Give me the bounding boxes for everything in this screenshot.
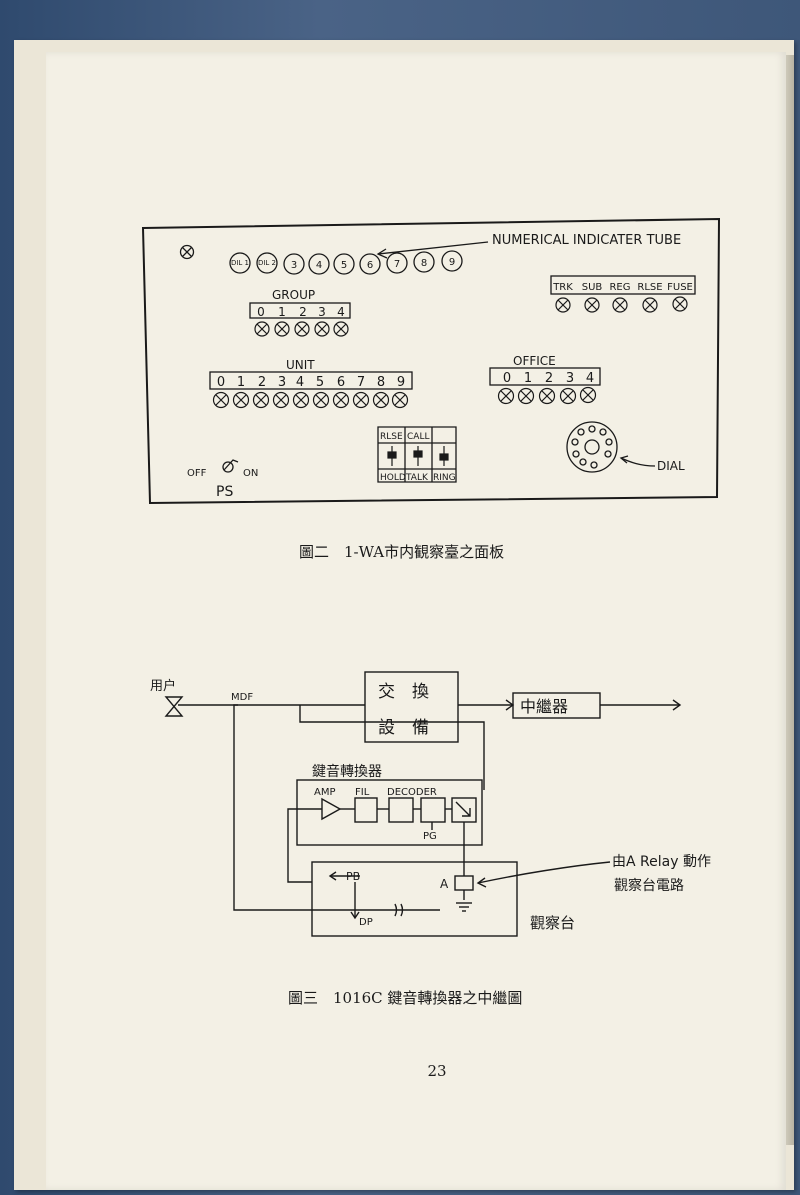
exchange-label-top: 交 換 xyxy=(378,682,429,702)
indicator-label: NUMERICAL INDICATER TUBE xyxy=(492,233,681,248)
tube xyxy=(413,251,435,273)
tube xyxy=(308,253,330,275)
office-selector: OFFICE 0 1 2 3 4 xyxy=(489,354,601,405)
unit-title: UNIT xyxy=(286,358,315,372)
tube-label: 9 xyxy=(449,257,455,268)
note-line-2: 觀察台電路 xyxy=(614,877,684,894)
tube xyxy=(229,252,251,274)
indicator-arrow xyxy=(376,241,489,259)
switch-label-talk: TALK xyxy=(405,473,429,483)
unit-digit: 2 xyxy=(258,375,266,390)
indicator-tubes xyxy=(229,250,463,275)
fil-label: FIL xyxy=(355,787,370,798)
group-title: GROUP xyxy=(272,288,315,302)
mdf-label: MDF xyxy=(231,692,253,703)
office-title: OFFICE xyxy=(513,354,556,368)
tube-label: 6 xyxy=(367,260,373,271)
panel-lamp xyxy=(179,244,195,260)
office-digit: 2 xyxy=(545,371,553,386)
unit-digit: 7 xyxy=(357,375,365,390)
group-digit: 2 xyxy=(299,305,307,319)
tube-label: DIL 1 xyxy=(231,259,249,267)
trunk-label-trk: TRK xyxy=(552,282,573,293)
group-digit: 4 xyxy=(337,305,345,319)
tube-label: 3 xyxy=(291,260,297,271)
figure-2-panel xyxy=(141,217,721,505)
figure-3-diagram xyxy=(164,671,682,937)
page-number: 23 xyxy=(427,1062,446,1080)
dp-label: DP xyxy=(359,917,373,928)
office-digit: 0 xyxy=(503,371,511,386)
rotary-dial xyxy=(566,421,656,473)
dial-label: DIAL xyxy=(657,459,685,473)
pg-label: PG xyxy=(423,831,437,842)
key-switches: RLSE CALL HOLD TALK RING xyxy=(377,426,457,483)
tube xyxy=(441,250,463,272)
tube xyxy=(256,252,278,274)
tube xyxy=(333,253,355,275)
unit-digit: 0 xyxy=(217,375,225,390)
group-digit: 1 xyxy=(278,305,286,319)
tube-label: 5 xyxy=(341,260,347,271)
tube-label: 4 xyxy=(316,260,322,271)
exchange-label-bottom: 設 備 xyxy=(378,718,429,738)
trunk-label-sub: SUB xyxy=(582,282,603,293)
relay-label: 中繼器 xyxy=(520,697,568,716)
tube xyxy=(359,253,381,275)
off-label: OFF xyxy=(187,468,207,479)
figure-3-caption: 圖三 1016C 鍵音轉換器之中繼圖 xyxy=(288,989,522,1007)
office-digit: 3 xyxy=(566,371,574,386)
group-selector: GROUP 0 1 2 3 4 xyxy=(249,288,351,337)
power-switch: OFF ON PS xyxy=(187,459,258,500)
a-relay-label: A xyxy=(440,877,449,891)
decoder-label: DECODER xyxy=(387,787,437,798)
unit-digit: 3 xyxy=(278,375,286,390)
panel-outline xyxy=(141,217,721,505)
trunk-label-fuse: FUSE xyxy=(667,282,693,293)
book-page xyxy=(46,52,786,1190)
unit-selector: UNIT 0 1 2 3 4 5 6 7 8 9 xyxy=(209,358,413,409)
unit-digit: 5 xyxy=(316,375,324,390)
trunk-lamp-group: TRK SUB REG RLSE FUSE xyxy=(550,275,696,313)
unit-digit: 1 xyxy=(237,375,245,390)
tube-label: DIL 2 xyxy=(258,259,276,267)
group-digit: 3 xyxy=(318,305,326,319)
on-label: ON xyxy=(243,468,258,479)
tube-label: 7 xyxy=(394,259,400,270)
pb-label: PB xyxy=(346,870,360,883)
unit-digit: 9 xyxy=(397,375,405,390)
tube xyxy=(386,252,408,274)
tube-label: 8 xyxy=(421,258,427,269)
figure-2-caption: 圖二 1-WA市内観察臺之面板 xyxy=(299,543,504,561)
user-label: 用户 xyxy=(150,678,176,694)
office-digit: 4 xyxy=(586,371,594,386)
switch-label-call: CALL xyxy=(407,432,429,442)
office-digit: 1 xyxy=(524,371,532,386)
switch-label-rlse: RLSE xyxy=(380,432,403,442)
observer-label: 觀察台 xyxy=(530,914,575,932)
tube xyxy=(283,253,305,275)
switch-label-hold: HOLD xyxy=(380,473,406,483)
trunk-label-rlse: RLSE xyxy=(637,282,662,293)
converter-label: 鍵音轉換器 xyxy=(312,763,382,780)
amp-label: AMP xyxy=(314,787,336,798)
ps-label: PS xyxy=(216,484,233,500)
note-line-1: 由A Relay 動作 xyxy=(612,854,711,870)
unit-digit: 4 xyxy=(296,375,304,390)
unit-digit: 8 xyxy=(377,375,385,390)
unit-digit: 6 xyxy=(337,375,345,390)
trunk-label-reg: REG xyxy=(609,282,630,293)
switch-label-ring: RING xyxy=(433,473,456,483)
group-digit: 0 xyxy=(257,305,265,319)
